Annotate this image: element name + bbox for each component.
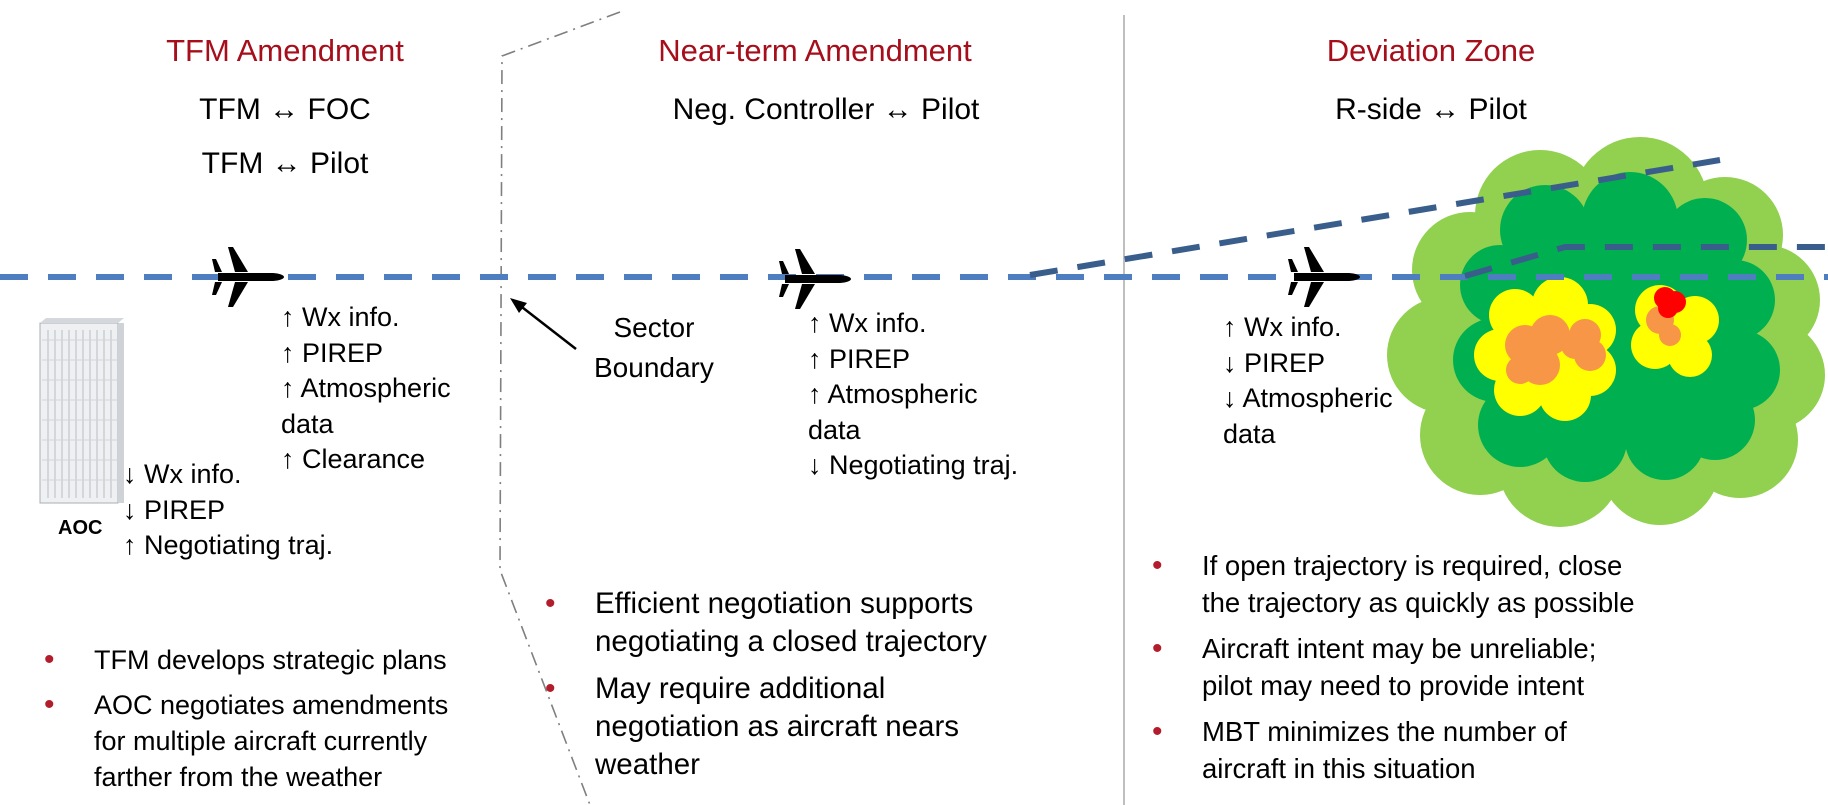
zone-title-near-term: Near-term Amendment <box>658 33 972 68</box>
near-term-bullets: Efficient negotiation supports negotiati… <box>545 585 987 793</box>
note-line: ↑ Wx info. <box>808 308 927 338</box>
deviation-bullets: If open trajectory is required, close th… <box>1152 547 1635 796</box>
note-line: ↑ Atmospheric <box>808 379 978 409</box>
note-line: ↑ Wx info. <box>281 302 400 332</box>
note-line: data <box>1223 418 1276 449</box>
note-line: ↓ Atmospheric <box>1223 383 1393 413</box>
note-line: ↓ Negotiating traj. <box>808 450 1019 480</box>
bullet-item: Efficient negotiation supports negotiati… <box>545 585 987 661</box>
aoc-label: AOC <box>58 517 103 539</box>
note-line: ↑ PIREP <box>808 343 911 374</box>
sector-boundary-label: Sector Boundary <box>594 312 714 383</box>
tfm-bullets: TFM develops strategic plans AOC negotia… <box>44 642 448 804</box>
airplane-icon <box>212 247 284 307</box>
note-line: ↓ PIREP <box>1223 347 1326 378</box>
tfm-aircraft-notes: ↑ Wx info. ↑ PIREP ↑ Atmospheric data ↑ … <box>281 300 451 478</box>
near-term-aircraft-notes: ↑ Wx info. ↑ PIREP ↑ Atmospheric data ↓ … <box>808 306 1018 484</box>
aoc-building-icon <box>39 318 124 504</box>
bullet-item: Aircraft intent may be unreliable; pilot… <box>1152 630 1635 704</box>
bullet-item: MBT minimizes the number of aircraft in … <box>1152 713 1635 787</box>
note-line: ↑ Wx info. <box>1223 312 1342 342</box>
note-line: ↓ Wx info. <box>123 459 242 489</box>
note-line: data <box>808 414 861 445</box>
deviation-route-south <box>1464 244 1828 279</box>
note-line: ↓ PIREP <box>123 494 226 525</box>
deviation-route-north <box>1029 157 1721 278</box>
arrow-icon <box>510 298 577 350</box>
deviation-aircraft-notes: ↑ Wx info. ↓ PIREP ↓ Atmospheric data <box>1223 310 1393 452</box>
bullet-item: May require additional negotiation as ai… <box>545 670 987 784</box>
bullet-item: AOC negotiates amendments for multiple a… <box>44 687 448 795</box>
comm-controller-pilot: Neg. Controller ↔ Pilot <box>672 93 980 126</box>
note-line: data <box>281 408 334 439</box>
weather-cell-icon <box>1387 137 1825 527</box>
zone-title-deviation: Deviation Zone <box>1326 33 1536 68</box>
zone-title-tfm: TFM Amendment <box>166 33 404 68</box>
comm-tfm-pilot: TFM ↔ Pilot <box>201 147 369 180</box>
aoc-notes: ↓ Wx info. ↓ PIREP ↑ Negotiating traj. <box>123 457 333 564</box>
bullet-item: If open trajectory is required, close th… <box>1152 547 1635 621</box>
note-line: ↑ Negotiating traj. <box>123 530 334 560</box>
comm-tfm-foc: TFM ↔ FOC <box>199 93 371 126</box>
note-line: ↑ Clearance <box>281 444 426 474</box>
note-line: ↑ Atmospheric <box>281 373 451 403</box>
airplane-icon <box>1288 247 1360 307</box>
note-line: ↑ PIREP <box>281 337 384 368</box>
airplane-icon <box>779 249 851 309</box>
comm-rside-pilot: R-side ↔ Pilot <box>1335 93 1527 126</box>
bullet-item: TFM develops strategic plans <box>44 642 448 678</box>
